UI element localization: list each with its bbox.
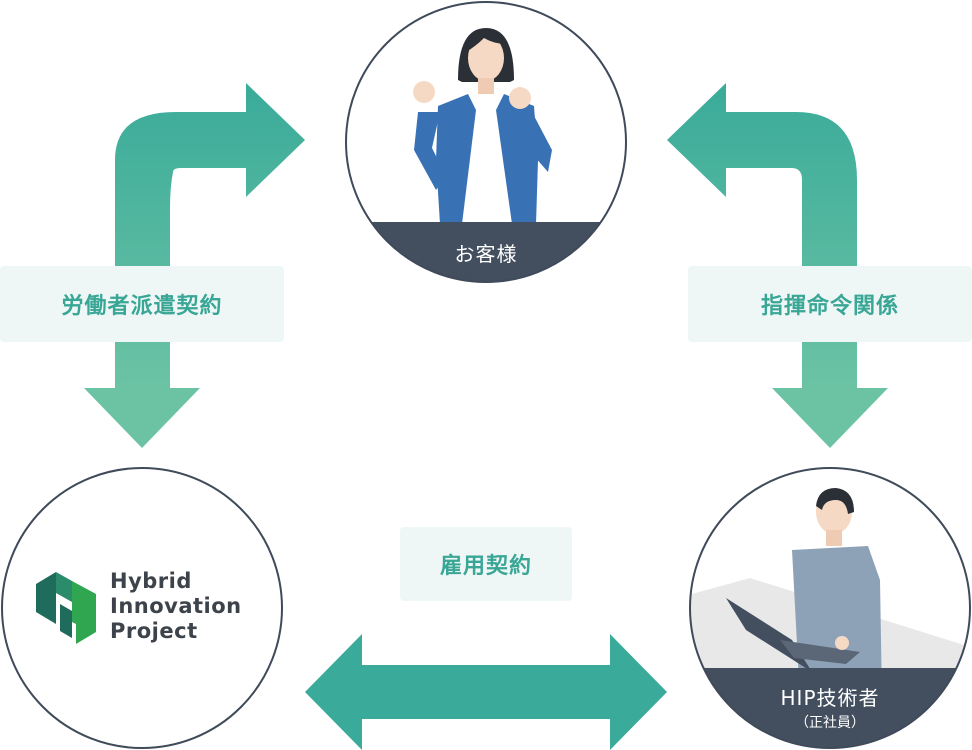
- employment-arrow: [305, 634, 667, 750]
- dispatch-arrow-bottom-head: [84, 388, 200, 448]
- employment-contract-label: 雇用契約: [400, 527, 572, 601]
- customer-label: お客様: [454, 242, 518, 266]
- engineer-sublabel: （正社員）: [795, 715, 865, 731]
- company-node: [1, 467, 283, 749]
- company-circle: [1, 467, 283, 749]
- hip-logo-icon: [36, 572, 96, 644]
- dispatch-arrow-top-head: [115, 83, 305, 390]
- logo-line-project: Project: [110, 619, 198, 643]
- customer-circle-border: [345, 1, 627, 283]
- dispatch-contract-label: 労働者派遣契約: [0, 266, 284, 342]
- command-relationship-label: 指揮命令関係: [688, 266, 972, 342]
- engineer-circle-border: [689, 467, 971, 749]
- logo-line-innovation: Innovation: [110, 594, 242, 618]
- command-arrow-bottom-head: [772, 388, 888, 448]
- hip-logo-wordmark: Hybrid Innovation Project: [110, 569, 242, 644]
- engineer-label: HIP技術者: [780, 686, 880, 710]
- command-arrow-top-head: [667, 83, 857, 390]
- logo-line-hybrid: Hybrid: [110, 569, 192, 593]
